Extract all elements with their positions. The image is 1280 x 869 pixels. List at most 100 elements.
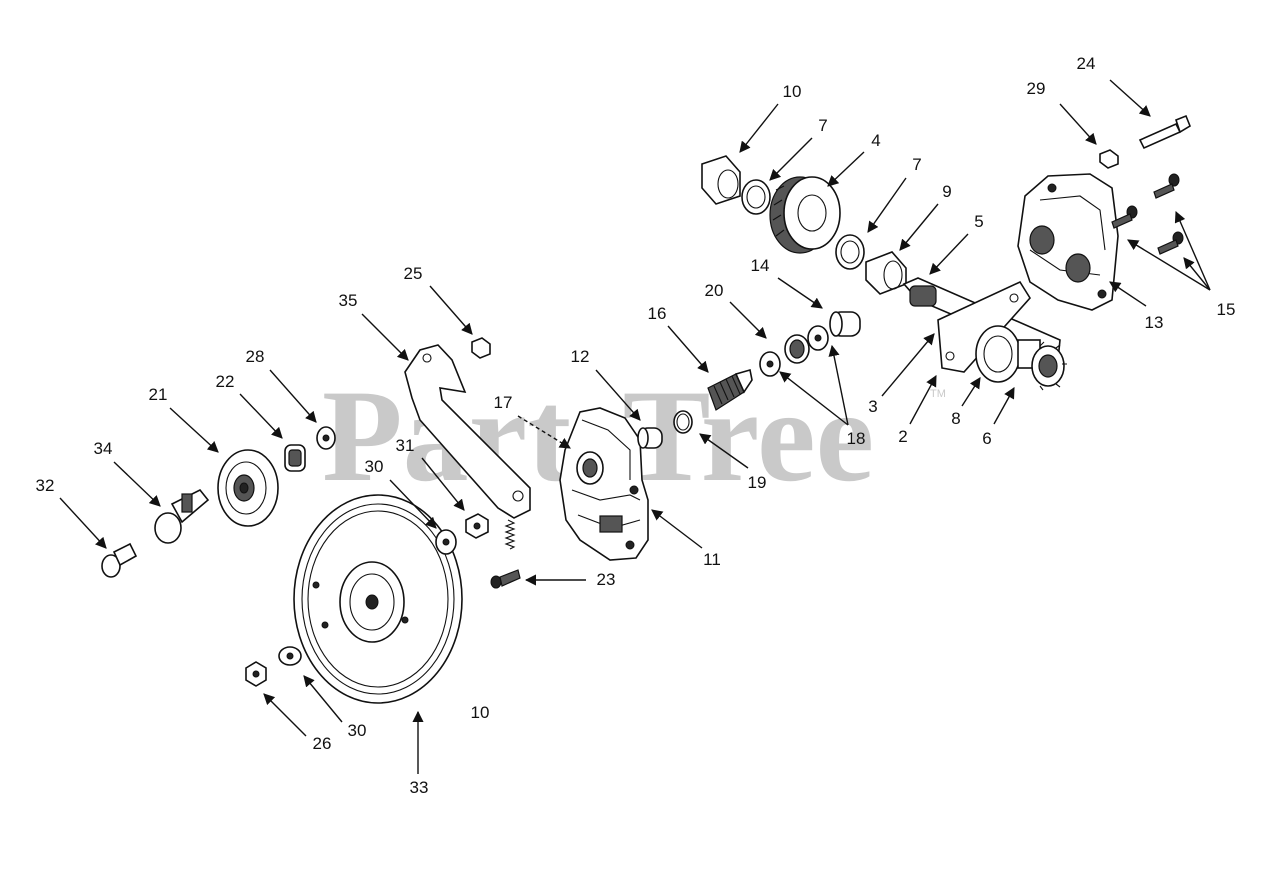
callout-leader <box>517 415 571 449</box>
part-worm-gear <box>707 368 753 411</box>
callout-leader <box>769 137 813 181</box>
callout-leader <box>269 369 317 423</box>
callout-labels: 1074795142016121719183286242913152535282… <box>36 54 1236 797</box>
callout-leader <box>828 344 849 426</box>
callout-label: 7 <box>818 116 827 135</box>
callout-leader <box>303 675 343 723</box>
callout-leader <box>421 457 465 511</box>
callout-leader <box>729 301 767 339</box>
part-idler-pulley <box>217 449 279 527</box>
callout-leader <box>827 151 865 187</box>
part-housing-11 <box>559 407 649 561</box>
callout-label: 32 <box>36 476 55 495</box>
callout-leader <box>1183 257 1211 291</box>
callout-leader <box>1109 281 1147 307</box>
callout-label: 33 <box>410 778 429 797</box>
part-sprocket <box>1031 341 1067 391</box>
callout-leader <box>361 313 409 361</box>
callout-label: 30 <box>348 721 367 740</box>
callout-leader <box>651 509 703 549</box>
callout-label: 2 <box>898 427 907 446</box>
callout-label: 21 <box>149 385 168 404</box>
part-washer-7a <box>741 179 771 215</box>
part-ring-19 <box>673 410 693 434</box>
part-hub <box>975 325 1041 383</box>
part-bolt-24 <box>1138 114 1191 150</box>
callout-leader <box>239 393 283 439</box>
part-spring <box>504 519 516 550</box>
callout-leader <box>389 479 437 529</box>
callout-label: 10 <box>471 703 490 722</box>
part-washer-30a <box>435 529 457 555</box>
part-helical-gear <box>769 176 841 254</box>
part-nut-25 <box>471 337 491 359</box>
part-pulley <box>293 494 463 704</box>
callout-label: 5 <box>974 212 983 231</box>
part-screw-23 <box>490 569 521 589</box>
callout-leader <box>739 103 779 153</box>
part-screws-15 <box>1111 173 1184 255</box>
part-lever-arm <box>404 344 531 519</box>
callout-label: 23 <box>597 570 616 589</box>
callout-leader <box>263 693 307 737</box>
callout-leader <box>867 177 907 233</box>
part-thrust-bearing <box>784 325 829 364</box>
callout-leader <box>113 461 161 507</box>
part-housing-13 <box>1017 173 1119 311</box>
callout-label: 15 <box>1217 300 1236 319</box>
callout-label: 13 <box>1145 313 1164 332</box>
callout-leader <box>881 333 935 397</box>
callout-label: 8 <box>951 409 960 428</box>
callout-label: 16 <box>648 304 667 323</box>
part-bushing-12 <box>637 427 663 449</box>
callout-label: 11 <box>703 550 721 569</box>
part-bolt-34 <box>154 488 210 544</box>
callout-leader <box>777 277 823 309</box>
callout-label: 35 <box>339 291 358 310</box>
callout-leader <box>1109 79 1151 117</box>
part-bolt-32 <box>101 542 138 578</box>
callout-label: 4 <box>871 131 880 150</box>
watermark-tm: TM <box>930 388 946 400</box>
callout-label: 12 <box>571 347 590 366</box>
callout-label: 17 <box>494 393 513 412</box>
callout-leader <box>961 377 981 407</box>
callout-label: 34 <box>94 439 113 458</box>
part-washer-28 <box>316 426 336 450</box>
part-washer-7b <box>835 234 865 270</box>
callout-label: 3 <box>868 397 877 416</box>
callout-label: 6 <box>982 429 991 448</box>
callout-label: 25 <box>404 264 423 283</box>
callout-label: 29 <box>1027 79 1046 98</box>
callout-leader <box>429 285 473 335</box>
callout-label: 19 <box>748 473 767 492</box>
callout-leader <box>1127 239 1211 291</box>
part-nut-31 <box>465 513 489 539</box>
callout-label: 18 <box>847 429 866 448</box>
callout-label: 31 <box>396 436 415 455</box>
part-bushing-17 <box>576 451 604 485</box>
part-nut-26 <box>245 661 267 687</box>
callout-label: 9 <box>942 182 951 201</box>
callout-leader <box>1059 103 1097 145</box>
callout-leader <box>929 233 969 275</box>
callout-label: 20 <box>705 281 724 300</box>
callout-leaders <box>59 79 1211 774</box>
callout-label: 26 <box>313 734 332 753</box>
callout-leader <box>667 325 709 373</box>
callout-leader <box>169 407 219 453</box>
part-washer-30b <box>278 646 302 666</box>
callout-label: 30 <box>365 457 384 476</box>
callout-leader <box>899 203 939 251</box>
part-bushing-14 <box>829 311 861 337</box>
callout-leader <box>1174 210 1211 291</box>
part-bearing <box>284 444 306 472</box>
callout-leader <box>59 497 107 549</box>
callout-label: 14 <box>751 256 770 275</box>
callout-leader <box>993 387 1015 425</box>
callout-label: 22 <box>216 372 235 391</box>
part-washer-20 <box>759 351 781 377</box>
callout-label: 10 <box>783 82 802 101</box>
callout-leader <box>595 369 641 421</box>
